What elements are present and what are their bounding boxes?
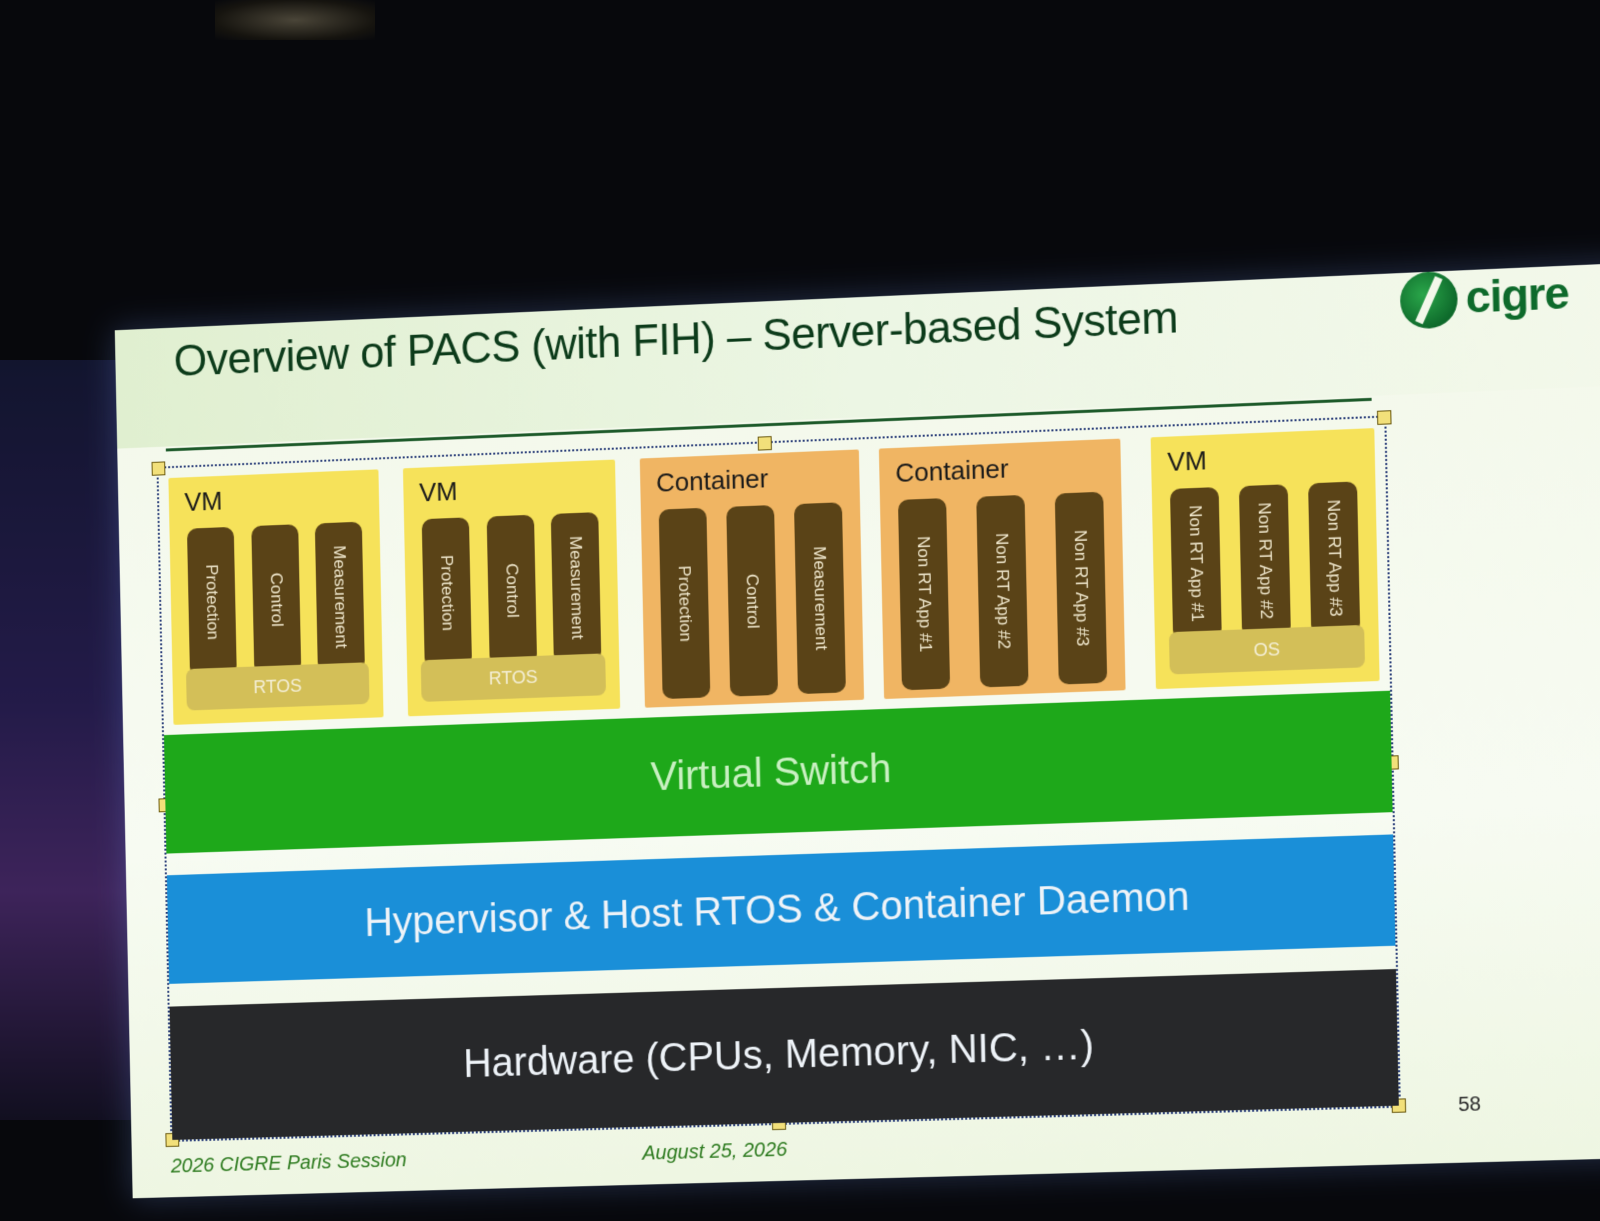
- os-base-bar: RTOS: [420, 653, 607, 702]
- module-block: Measurement: [314, 521, 365, 673]
- module-label: Non RT App #2: [1254, 502, 1277, 620]
- module-label: Control: [266, 571, 287, 627]
- group-label: VM: [184, 485, 223, 517]
- module-label: Measurement: [809, 545, 832, 651]
- vm-group: VM Non RT App #1 Non RT App #2 Non RT App #…: [1150, 428, 1380, 690]
- hypervisor-label: Hypervisor & Host RTOS & Container Daemo…: [363, 873, 1191, 945]
- group-label: Container: [655, 463, 769, 498]
- module-block: Non RT App #1: [897, 498, 951, 691]
- module-block: Non RT App #1: [1169, 487, 1222, 641]
- selection-handle-tr[interactable]: [1376, 410, 1392, 425]
- module-label: Non RT App #1: [1185, 504, 1208, 623]
- module-block: Protection: [421, 517, 473, 669]
- ceiling-light: [215, 0, 375, 40]
- hypervisor-layer: Hypervisor & Host RTOS & Container Daemo…: [166, 834, 1396, 984]
- module-block: Control: [250, 524, 301, 675]
- page-number: 58: [1457, 1093, 1482, 1117]
- module-label: Control: [501, 562, 522, 618]
- module-block: Measurement: [794, 502, 846, 695]
- module-label: Non RT App #1: [913, 535, 936, 653]
- hardware-layer: Hardware (CPUs, Memory, NIC, …): [169, 969, 1399, 1140]
- cigre-logo: cigre: [1399, 266, 1570, 330]
- os-base-bar: RTOS: [185, 662, 370, 711]
- group-label: VM: [418, 476, 458, 508]
- module-label: Non RT App #3: [1070, 529, 1093, 647]
- group-label: VM: [1167, 445, 1208, 477]
- module-label: Protection: [437, 554, 458, 632]
- module-label: Protection: [674, 564, 696, 642]
- hardware-label: Hardware (CPUs, Memory, NIC, …): [462, 1023, 1095, 1087]
- module-block: Non RT App #3: [1308, 481, 1361, 635]
- footer-session: 2026 CIGRE Paris Session: [170, 1149, 407, 1178]
- slide: Overview of PACS (with FIH) – Server-bas…: [114, 262, 1600, 1199]
- module-label: Non RT App #3: [1323, 499, 1346, 617]
- projector-glow: [0, 360, 140, 1120]
- module-label: Measurement: [566, 535, 588, 640]
- module-label: Non RT App #2: [992, 532, 1014, 650]
- virtual-switch-label: Virtual Switch: [650, 746, 892, 799]
- group-label: Container: [895, 453, 1009, 489]
- os-base-bar: OS: [1168, 624, 1366, 675]
- module-label: Control: [742, 573, 763, 629]
- footer-date: August 25, 2026: [642, 1138, 788, 1165]
- module-block: Non RT App #2: [1238, 484, 1291, 638]
- module-label: Protection: [202, 563, 223, 641]
- cigre-logo-icon: [1399, 270, 1459, 330]
- cigre-logo-text: cigre: [1465, 268, 1570, 323]
- module-block: Measurement: [550, 512, 602, 664]
- selection-handle-tl[interactable]: [151, 461, 166, 476]
- module-block: Control: [486, 514, 537, 666]
- module-label: Measurement: [329, 545, 351, 649]
- module-block: Control: [726, 504, 779, 697]
- module-block: Protection: [658, 507, 711, 700]
- module-block: Protection: [186, 526, 237, 677]
- module-block: Non RT App #3: [1054, 491, 1108, 685]
- selection-handle-tc[interactable]: [757, 436, 772, 451]
- module-block: Non RT App #2: [976, 494, 1029, 688]
